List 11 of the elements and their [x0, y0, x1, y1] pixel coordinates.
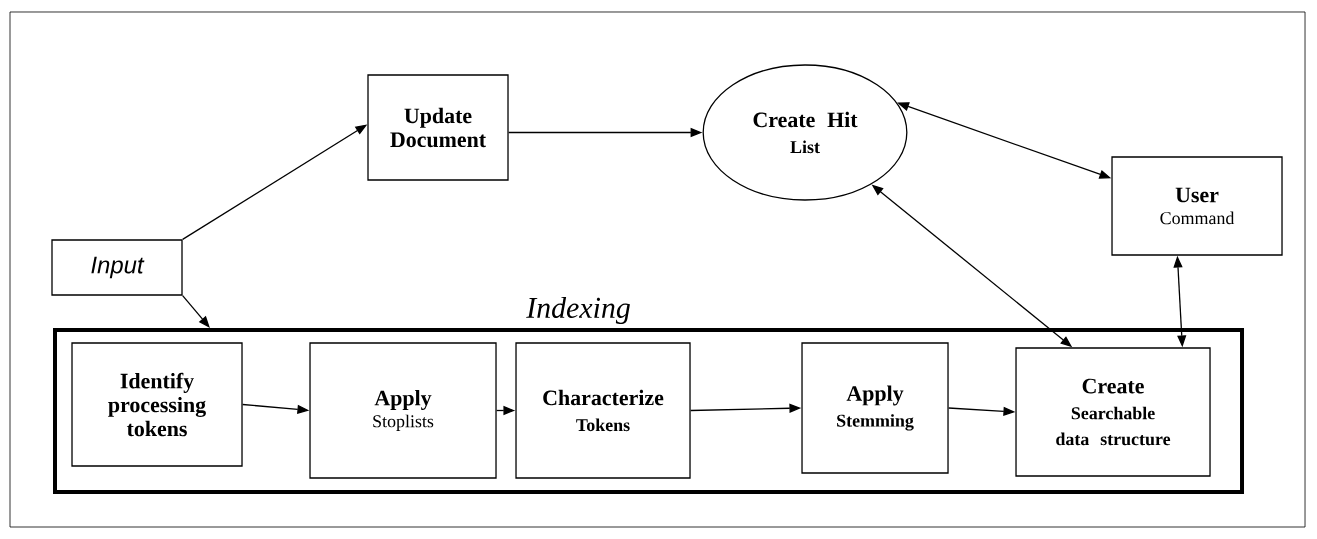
arrow	[182, 295, 210, 328]
input-box: Input	[51, 239, 183, 296]
process-box: Identify processing tokens	[71, 342, 243, 467]
process-box: Characterize Tokens	[515, 342, 691, 479]
frame-heading: Indexing	[526, 296, 630, 325]
process-box: Apply Stoplists	[309, 342, 497, 479]
process-box: Create Searchable data structure	[1015, 347, 1211, 477]
process-box: User Command	[1111, 156, 1283, 256]
process-box: Update Document	[367, 74, 509, 181]
process-box: Apply Stemming	[801, 342, 949, 474]
group-frame	[53, 296, 1244, 494]
